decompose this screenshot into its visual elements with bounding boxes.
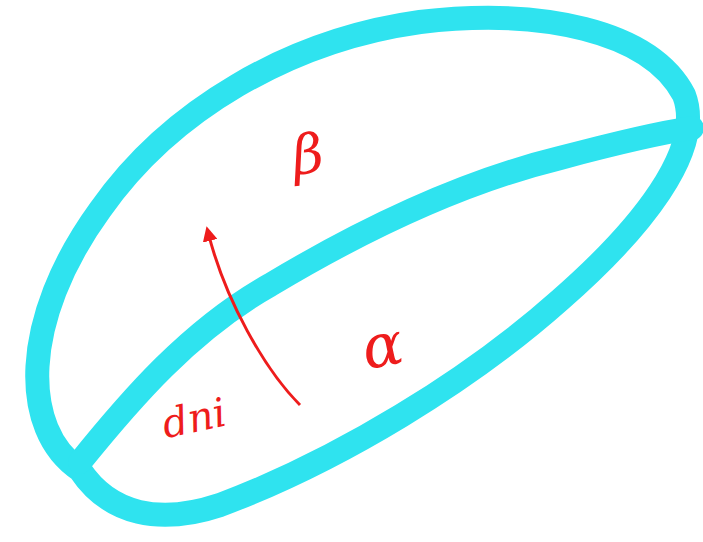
interface-band: [80, 128, 692, 462]
normal-arrow: [208, 232, 300, 405]
phase-label: β: [288, 126, 326, 184]
outer-boundary: [37, 18, 688, 515]
phase-label: α: [357, 312, 407, 378]
normal-label: dni: [159, 392, 230, 444]
